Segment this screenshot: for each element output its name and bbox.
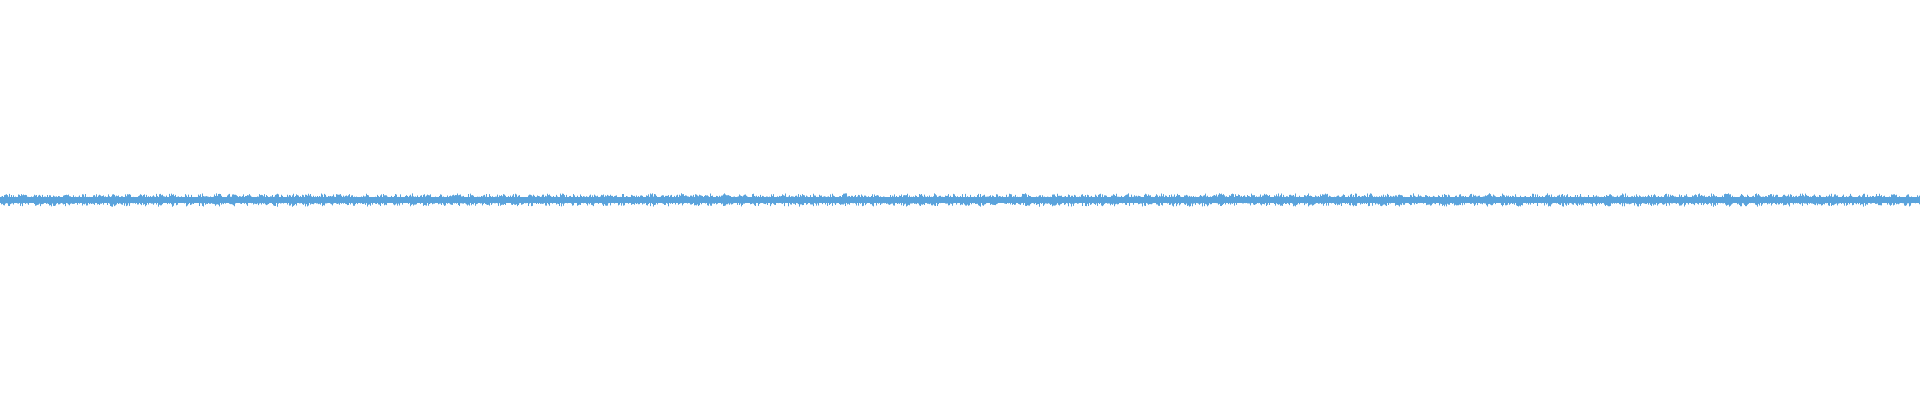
waveform-bars xyxy=(0,193,1920,207)
waveform-core xyxy=(0,197,1920,203)
